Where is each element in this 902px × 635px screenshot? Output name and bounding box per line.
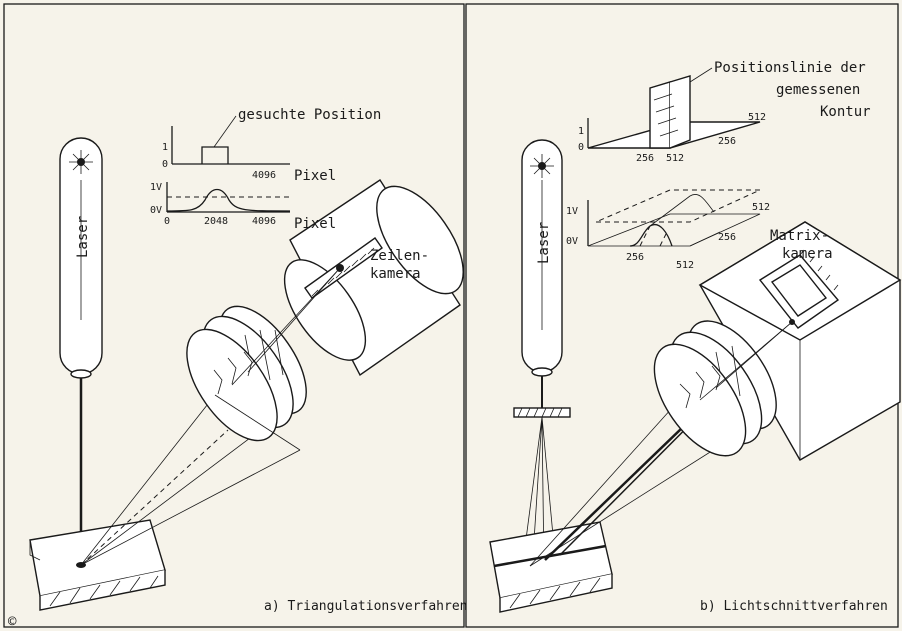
right-matrix-camera [653, 221, 902, 461]
left-line-camera [186, 179, 464, 451]
left-workpiece [29, 519, 166, 611]
right-panel: Laser [489, 60, 902, 614]
right-bottom-depth-256: 256 [718, 232, 736, 243]
left-graph-bottom: 1V 0V 0 2048 4096 Pixel [150, 182, 336, 232]
right-workpiece [489, 521, 613, 613]
left-top-y-tick-1: 1 [162, 142, 168, 153]
right-top-x-256: 256 [636, 153, 654, 164]
left-laser-label: Laser [75, 216, 91, 258]
right-top-depth-512: 512 [748, 112, 766, 123]
right-camera-label-1: Matrix- [770, 228, 829, 244]
right-camera-label-2: kamera [782, 246, 833, 262]
right-annotation-1: Positionslinie der [714, 60, 866, 76]
left-top-y-tick-0: 0 [162, 159, 168, 170]
right-bottom-depth-512: 512 [752, 202, 770, 213]
left-laser: Laser [59, 137, 103, 565]
right-annotation-3: Kontur [820, 104, 871, 120]
copyright-symbol: © [8, 614, 17, 630]
right-laser-label: Laser [536, 222, 552, 264]
left-top-x-end: 4096 [252, 170, 276, 181]
left-bottom-x-mid: 2048 [204, 216, 228, 227]
left-panel: Laser [29, 107, 468, 614]
right-laser-burst-icon [530, 154, 554, 178]
left-bottom-axis-label: Pixel [294, 216, 336, 232]
right-top-x-512: 512 [666, 153, 684, 164]
right-laser: Laser [513, 139, 571, 573]
right-caption: b) Lichtschnittverfahren [700, 599, 888, 614]
left-laser-burst-icon [69, 150, 93, 174]
right-graph-bottom: 1V 0V 256 512 256 512 [566, 189, 770, 271]
right-bottom-x-256: 256 [626, 252, 644, 263]
right-bottom-y-tick-1v: 1V [566, 206, 578, 217]
left-bottom-y-tick-1v: 1V [150, 182, 162, 193]
left-camera-label-1: Zeilen- [370, 248, 429, 264]
left-top-axis-label: Pixel [294, 168, 336, 184]
left-panel-border [3, 3, 465, 628]
left-graph-annotation: gesuchte Position [238, 107, 381, 123]
left-bottom-y-tick-0v: 0V [150, 205, 162, 216]
right-top-depth-256: 256 [718, 136, 736, 147]
right-graph-top: 1 0 256 512 256 512 [578, 75, 766, 164]
right-annotation-2: gemessenen [776, 82, 860, 98]
left-bottom-x-end: 4096 [252, 216, 276, 227]
right-top-y-tick-1: 1 [578, 126, 584, 137]
left-bottom-x-start: 0 [164, 216, 170, 227]
right-top-y-tick-0: 0 [578, 142, 584, 153]
left-camera-label-2: kamera [370, 266, 421, 282]
right-bottom-x-512: 512 [676, 260, 694, 271]
left-caption: a) Triangulationsverfahren [264, 599, 468, 614]
right-bottom-y-tick-0v: 0V [566, 236, 578, 247]
left-graph-top: 1 0 4096 Pixel [162, 115, 336, 184]
